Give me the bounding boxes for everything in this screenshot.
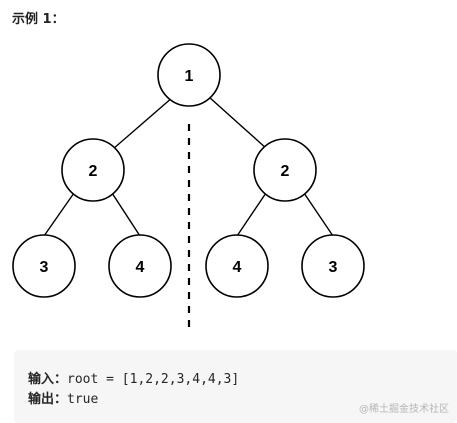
node-label: 3 <box>329 259 338 276</box>
output-value: true <box>67 392 99 407</box>
edge-root-right <box>208 96 268 150</box>
tree-node-left-left: 3 <box>12 234 76 298</box>
tree-node-right-right: 3 <box>301 234 365 298</box>
node-label: 4 <box>233 259 242 276</box>
input-value: root = [1,2,2,3,4,4,3] <box>67 372 240 387</box>
node-label: 2 <box>281 163 290 180</box>
edge-root-left <box>112 96 174 150</box>
edge-left-leftright <box>111 192 141 237</box>
output-label: 输出： <box>28 392 68 407</box>
tree-node-root: 1 <box>157 43 221 107</box>
node-label: 3 <box>40 259 49 276</box>
node-label: 1 <box>185 68 194 85</box>
output-line: 输出：true <box>28 388 98 407</box>
example-heading: 示例 1： <box>12 12 65 27</box>
edge-right-rightright <box>303 192 334 237</box>
input-label: 输入： <box>28 372 68 387</box>
binary-tree-diagram: 1 2 2 3 4 4 3 <box>12 43 365 330</box>
node-label: 4 <box>136 259 145 276</box>
example-code-block: 输入：root = [1,2,2,3,4,4,3] 输出：true @稀土掘金技… <box>14 350 457 423</box>
tree-node-left: 2 <box>61 138 125 202</box>
node-label: 2 <box>89 163 98 180</box>
tree-node-right: 2 <box>253 138 317 202</box>
tree-node-left-right: 4 <box>108 234 172 298</box>
watermark: @稀土掘金技术社区 <box>359 404 449 415</box>
edge-left-leftleft <box>43 192 75 237</box>
input-line: 输入：root = [1,2,2,3,4,4,3] <box>28 368 239 387</box>
edge-right-rightleft <box>236 192 267 237</box>
tree-node-right-left: 4 <box>205 234 269 298</box>
